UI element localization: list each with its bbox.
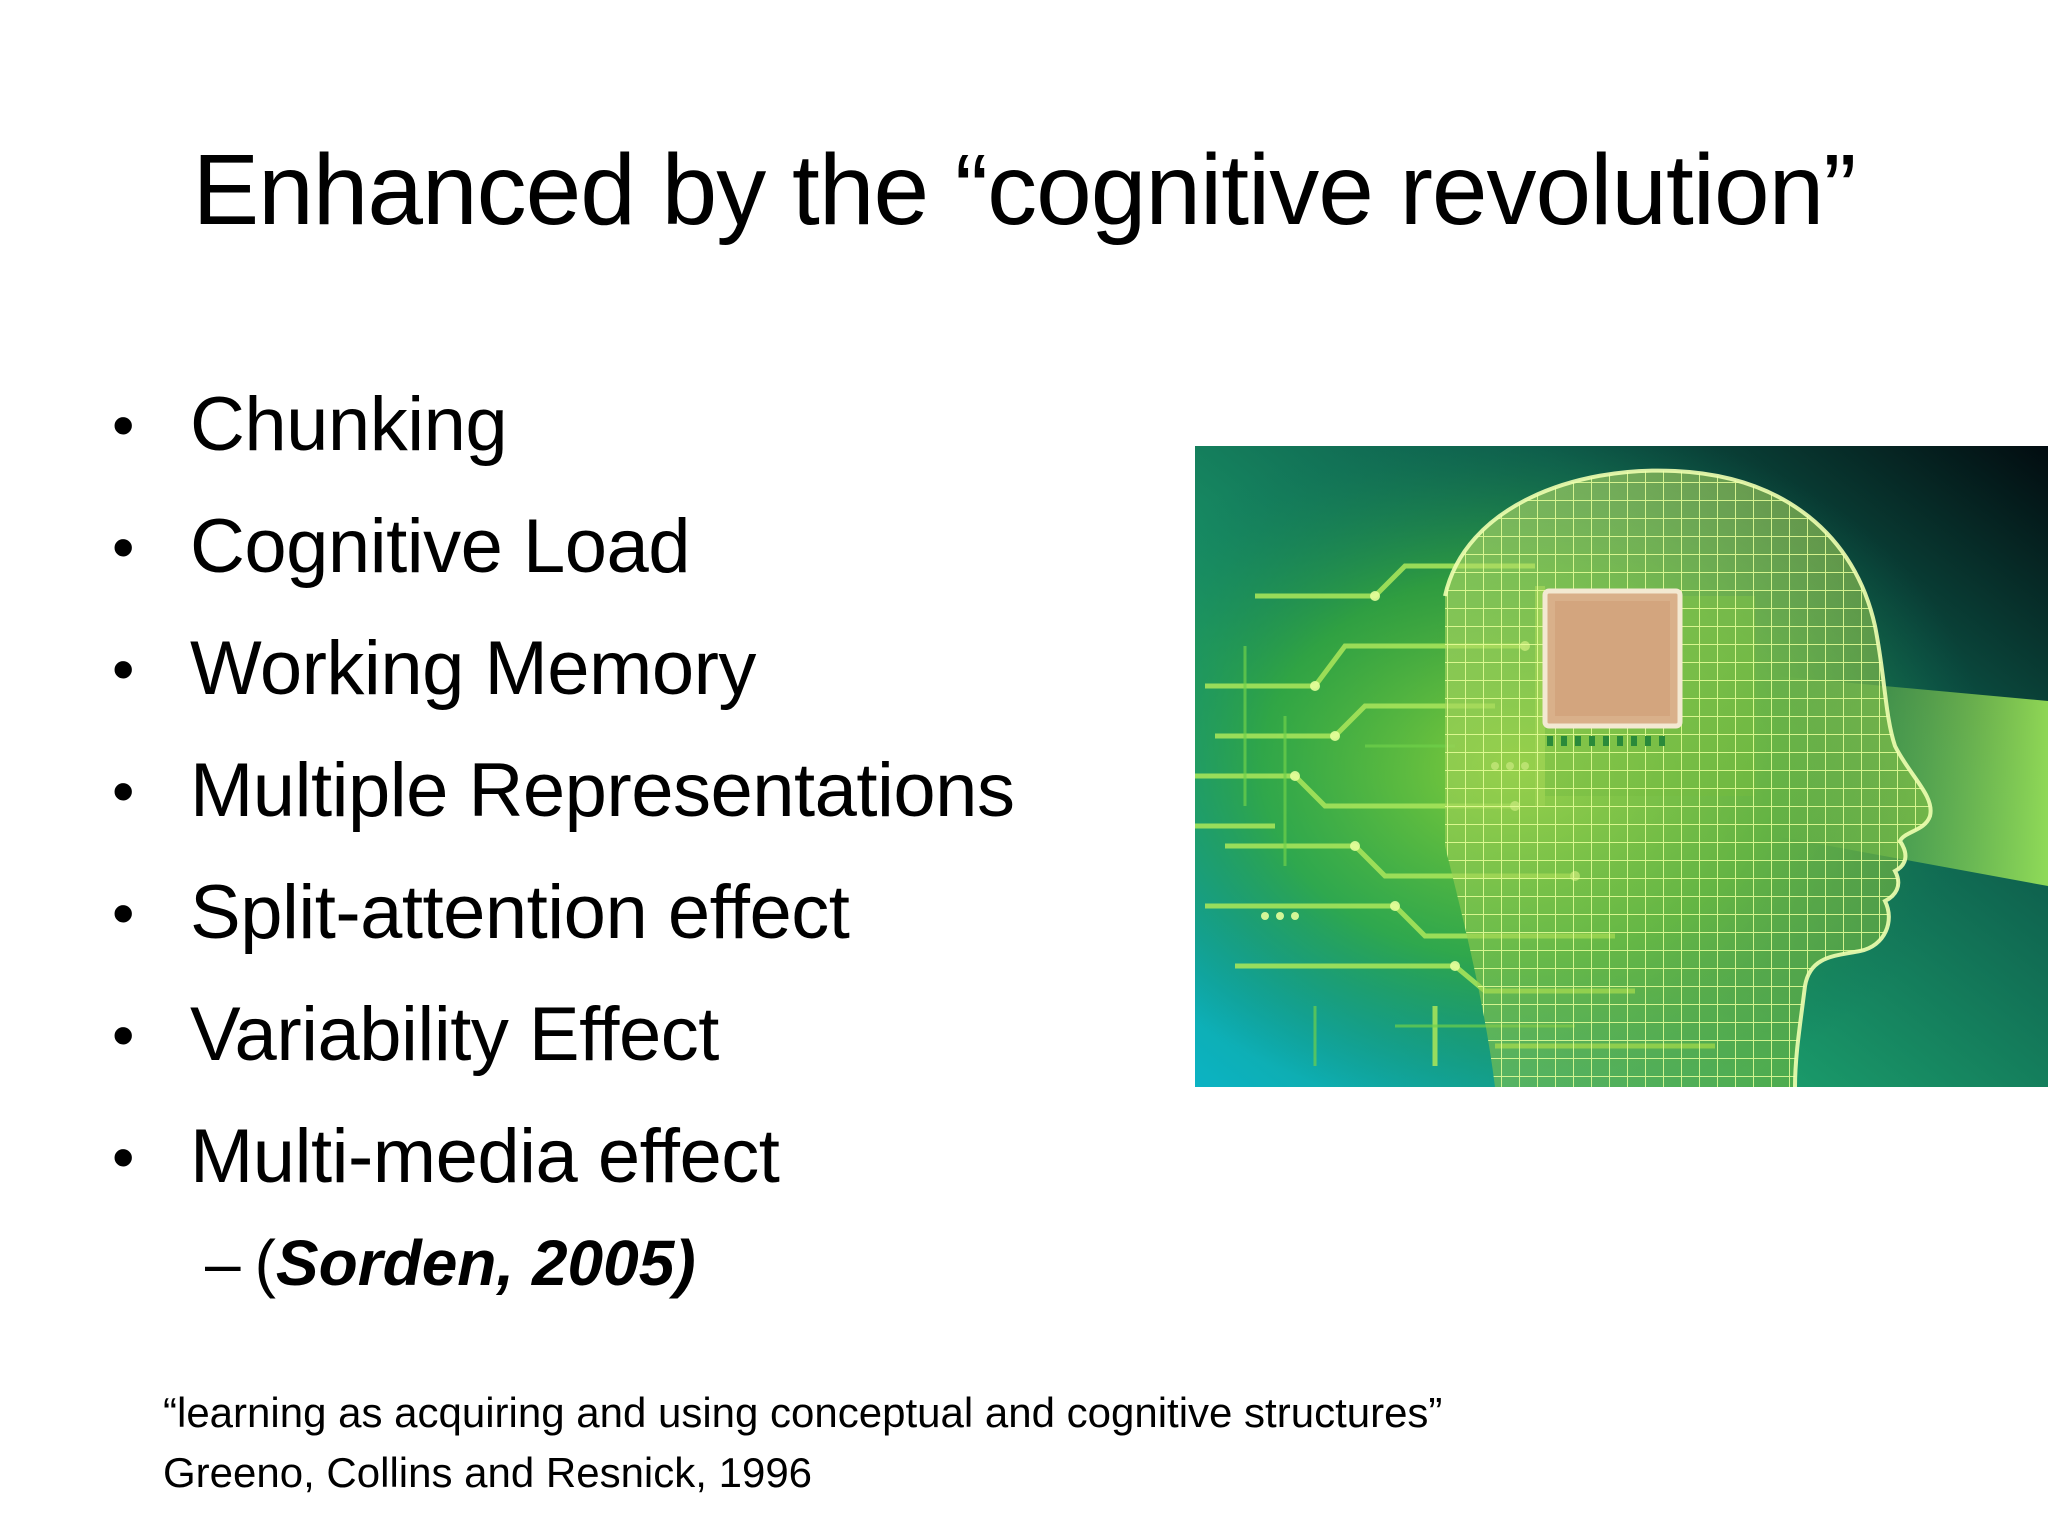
bullet-icon: • — [112, 755, 134, 827]
quote-block: “learning as acquiring and using concept… — [163, 1383, 1442, 1503]
bullet-icon: • — [112, 999, 134, 1071]
bullet-text: Cognitive Load — [190, 504, 691, 589]
list-item: • Working Memory — [110, 619, 1014, 741]
dash-icon: – — [205, 1227, 241, 1299]
slide-title: Enhanced by the “cognitive revolution” — [192, 134, 1856, 246]
list-item: • Multiple Representations — [110, 741, 1015, 863]
bullet-text: Multi-media effect — [190, 1114, 780, 1199]
bullet-icon: • — [112, 1121, 134, 1193]
circuit-head-illustration-icon — [1195, 446, 2048, 1087]
list-item: • Split-attention effect — [110, 863, 1014, 985]
list-item: • Variability Effect — [110, 985, 1014, 1107]
bullet-icon: • — [112, 633, 134, 705]
bullet-text: Split-attention effect — [190, 870, 850, 955]
bullet-icon: • — [112, 877, 134, 949]
quote-attribution: Greeno, Collins and Resnick, 1996 — [163, 1449, 813, 1496]
citation-text: Sorden, 2005) — [275, 1227, 696, 1299]
bullet-list: • Chunking • Cognitive Load • Working Me… — [110, 375, 1015, 1229]
bullet-text: Chunking — [190, 382, 508, 467]
list-item: • Multi-media effect — [110, 1107, 1014, 1229]
bullet-icon: • — [112, 511, 134, 583]
list-item: • Chunking — [110, 375, 1014, 497]
bullet-icon: • — [112, 389, 134, 461]
bullet-text: Variability Effect — [190, 992, 719, 1077]
open-paren: ( — [254, 1227, 276, 1299]
quote-text: “learning as acquiring and using concept… — [163, 1389, 1443, 1436]
list-item: • Cognitive Load — [110, 497, 1014, 619]
citation-sub-item: –(Sorden, 2005) — [205, 1218, 696, 1308]
bullet-text: Working Memory — [190, 626, 756, 711]
circuit-head-image — [1195, 446, 2048, 1087]
bullet-text: Multiple Representations — [190, 748, 1015, 833]
